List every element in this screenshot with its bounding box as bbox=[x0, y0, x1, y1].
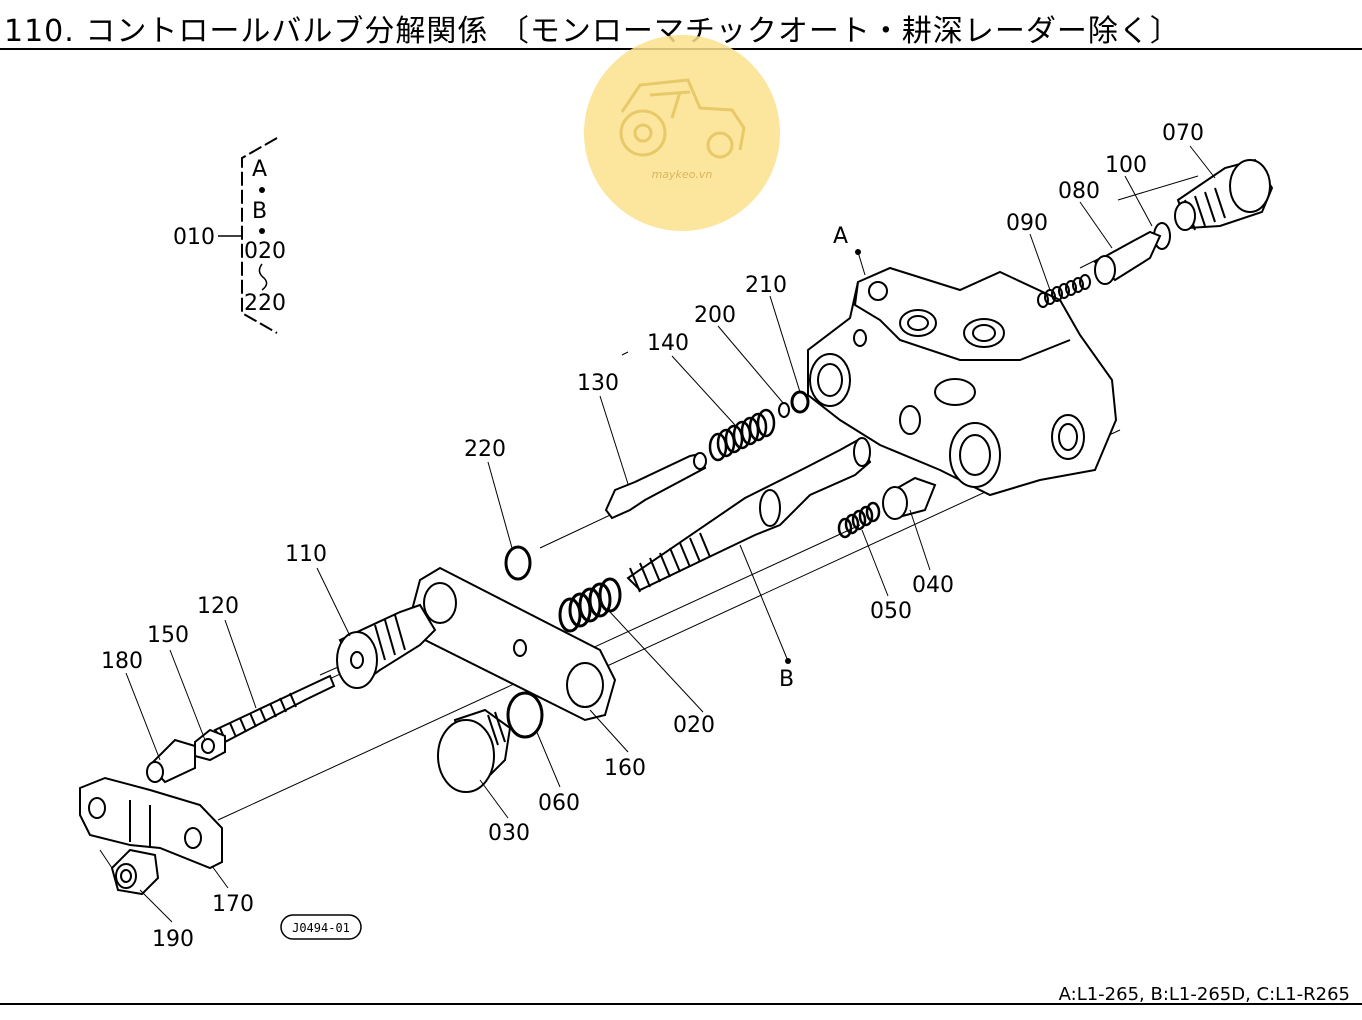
part-210-label: 210 bbox=[745, 273, 787, 298]
part-080-label: 080 bbox=[1058, 179, 1100, 204]
oring-220 bbox=[504, 545, 532, 581]
bracket-170 bbox=[79, 776, 223, 870]
footer-rule bbox=[0, 1003, 1362, 1005]
plunger-130 bbox=[604, 452, 707, 520]
point-b-label: B bbox=[779, 667, 794, 692]
variant-b-label: B bbox=[252, 199, 267, 224]
adjusting-screw-120 bbox=[213, 674, 336, 744]
part-010-label: 010 bbox=[173, 225, 215, 250]
spring-090 bbox=[1037, 274, 1091, 308]
part-110-label: 110 bbox=[285, 542, 327, 567]
part-140-label: 140 bbox=[647, 331, 689, 356]
variant-range-to: 220 bbox=[244, 291, 286, 316]
variant-dot bbox=[259, 187, 265, 193]
plug-070 bbox=[1174, 158, 1274, 231]
part-050-label: 050 bbox=[870, 599, 912, 624]
watermark-text: maykeo.vn bbox=[652, 168, 713, 181]
spring-020 bbox=[558, 577, 622, 633]
part-060-label: 060 bbox=[538, 791, 580, 816]
part-220-label: 220 bbox=[464, 437, 506, 462]
point-a-label: A bbox=[833, 224, 848, 249]
spool-assembly bbox=[626, 437, 872, 593]
figure-code: J0494-01 bbox=[292, 921, 350, 935]
nut-190 bbox=[110, 848, 160, 896]
cap-180 bbox=[146, 738, 196, 784]
tilde-mark bbox=[258, 263, 268, 291]
gasket-plate-160 bbox=[410, 566, 617, 722]
ring-200 bbox=[778, 402, 790, 418]
part-190-label: 190 bbox=[152, 927, 194, 952]
part-leaders bbox=[125, 145, 1216, 923]
oring-060 bbox=[506, 691, 544, 739]
variant-bracket: A B 020 220 010 bbox=[173, 137, 286, 334]
variant-range-from: 020 bbox=[244, 239, 286, 264]
valve-body bbox=[807, 266, 1118, 497]
part-170-label: 170 bbox=[212, 892, 254, 917]
nut-150 bbox=[194, 728, 226, 762]
valve-seat-110 bbox=[336, 603, 437, 689]
spring-140 bbox=[708, 408, 776, 462]
poppet-080 bbox=[1093, 230, 1162, 285]
part-040-label: 040 bbox=[912, 573, 954, 598]
part-150-label: 150 bbox=[147, 623, 189, 648]
page-title: 110. コントロールバルブ分解関係 〔モンローマチックオート・耕深レーダー除く… bbox=[4, 14, 1181, 49]
point-a-leader bbox=[857, 251, 866, 276]
part-200-label: 200 bbox=[694, 303, 736, 328]
part-070-label: 070 bbox=[1162, 121, 1204, 146]
variant-a-label: A bbox=[252, 157, 267, 182]
part-030-label: 030 bbox=[488, 821, 530, 846]
part-020-label: 020 bbox=[673, 713, 715, 738]
part-130-label: 130 bbox=[577, 371, 619, 396]
plug-040 bbox=[882, 476, 937, 520]
footer-model-list: A:L1-265, B:L1-265D, C:L1-R265 bbox=[1058, 984, 1350, 1005]
ring-210 bbox=[790, 390, 810, 414]
plug-030 bbox=[437, 708, 512, 793]
part-090-label: 090 bbox=[1006, 211, 1048, 236]
variant-dot bbox=[259, 228, 265, 234]
figure-code-badge: J0494-01 bbox=[280, 914, 362, 940]
part-160-label: 160 bbox=[604, 756, 646, 781]
part-120-label: 120 bbox=[197, 594, 239, 619]
point-b-leader bbox=[739, 544, 789, 662]
watermark-logo: maykeo.vn bbox=[584, 35, 780, 231]
part-180-label: 180 bbox=[101, 649, 143, 674]
assembly-lines bbox=[99, 175, 1199, 881]
spring-050 bbox=[837, 501, 881, 539]
part-100-label: 100 bbox=[1105, 153, 1147, 178]
